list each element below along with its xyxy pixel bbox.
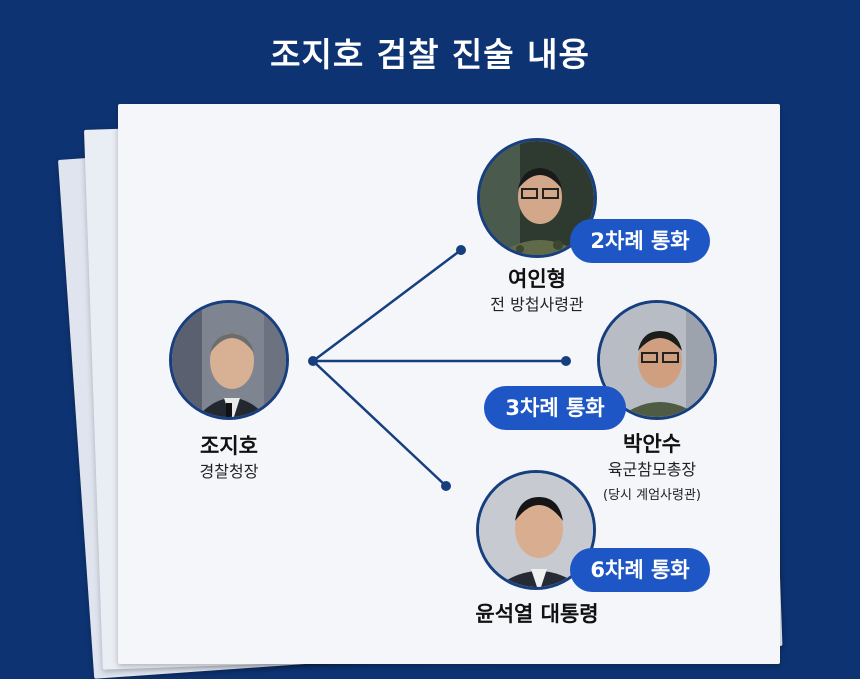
page-title: 조지호 검찰 진술 내용 bbox=[270, 35, 590, 74]
contact-name-park: 박안수 bbox=[623, 432, 681, 456]
center-person-role: 경찰청장 bbox=[199, 462, 259, 481]
line-to-yeo bbox=[312, 249, 462, 362]
contact-note-park: (당시 계엄사령관) bbox=[603, 488, 701, 503]
center-dot bbox=[308, 356, 318, 366]
avatar-yeo bbox=[477, 138, 597, 258]
contact-role-park: 육군참모총장 bbox=[607, 460, 697, 479]
contact-name-yoon: 윤석열 대통령 bbox=[475, 602, 599, 626]
avatar-park bbox=[597, 300, 717, 420]
contact-name-yeo: 여인형 bbox=[508, 267, 566, 291]
contact-role-yeo: 전 방첩사령관 bbox=[490, 295, 584, 314]
avatar-center-person bbox=[169, 300, 289, 420]
call-count-badge-yeo: 2차례 통화 bbox=[570, 219, 710, 263]
dot-park bbox=[561, 356, 571, 366]
center-person-name: 조지호 bbox=[200, 434, 258, 458]
dot-yeo bbox=[456, 245, 466, 255]
call-count-badge-yoon: 6차례 통화 bbox=[570, 548, 710, 592]
dot-yoon bbox=[441, 481, 451, 491]
connection-lines bbox=[308, 245, 571, 491]
call-count-badge-park: 3차례 통화 bbox=[484, 386, 626, 430]
line-to-yoon bbox=[312, 360, 447, 487]
